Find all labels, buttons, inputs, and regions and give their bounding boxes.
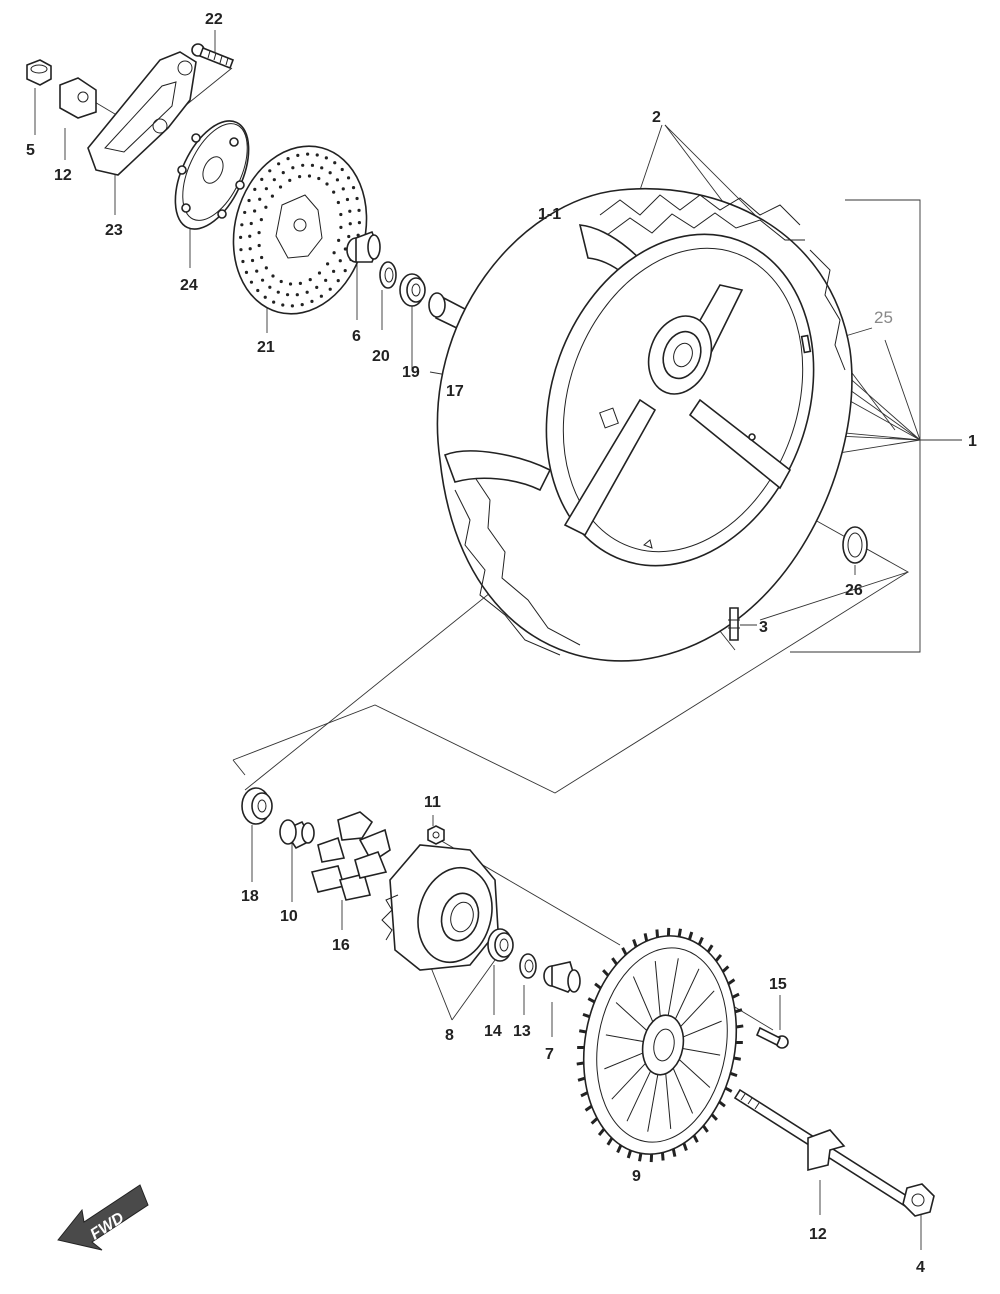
bearing-18-icon (241, 787, 273, 825)
brake-disc-21-icon (232, 145, 368, 315)
label-5: 5 (26, 142, 35, 159)
label-26: 26 (845, 582, 863, 599)
valve-3-icon (728, 607, 740, 641)
label-14: 14 (484, 1023, 502, 1040)
bolt-22-icon (191, 43, 235, 70)
label-2: 2 (652, 109, 661, 126)
disc-adapter-24-icon (174, 120, 250, 230)
caliper-bracket-23-icon (87, 51, 197, 176)
leader-lines (34, 30, 962, 1250)
label-13: 13 (513, 1023, 531, 1040)
clip-12-icon (59, 77, 97, 119)
label-4: 4 (916, 1259, 925, 1276)
label-21: 21 (257, 339, 275, 356)
axle-4-icon (733, 1088, 935, 1217)
collar-7-icon (543, 961, 581, 993)
bearing-14-icon (487, 928, 514, 962)
label-7: 7 (545, 1046, 554, 1063)
bolt-15-icon (755, 1026, 789, 1049)
chain-adjuster-12-icon (807, 1129, 846, 1172)
final-driven-flange-8-icon (381, 844, 499, 971)
damper-rubber-16-icon (310, 811, 391, 901)
o-ring-26-icon (842, 526, 868, 564)
label-18: 18 (241, 888, 259, 905)
label-17: 17 (446, 383, 464, 400)
label-1: 1 (968, 433, 977, 450)
label-11: 11 (424, 794, 441, 811)
label-8: 8 (445, 1027, 454, 1044)
rear-wheel-assembly-icon (436, 188, 853, 662)
nut-5-icon (26, 59, 52, 86)
bearing-19-icon (399, 273, 426, 307)
label-6: 6 (352, 328, 361, 345)
label-24: 24 (180, 277, 198, 294)
label-10: 10 (280, 908, 298, 925)
collar-10-icon (279, 819, 315, 850)
label-12-bottom: 12 (809, 1226, 827, 1243)
label-1-1: 1-1 (538, 206, 561, 223)
label-22: 22 (205, 11, 223, 28)
fwd-direction-badge: FWD (57, 1184, 149, 1251)
washer-13-icon (519, 953, 537, 979)
label-25: 25 (874, 308, 893, 327)
part-labels: 1 1-1 2 3 4 5 6 7 8 9 10 11 12 12 13 14 … (26, 11, 977, 1276)
collar-6-icon (346, 230, 381, 263)
label-16: 16 (332, 937, 350, 954)
label-19: 19 (402, 364, 420, 381)
washer-20-icon (379, 261, 397, 289)
sprocket-9-icon (576, 927, 744, 1163)
label-3: 3 (759, 619, 768, 636)
label-23: 23 (105, 222, 123, 239)
nut-11-icon (427, 825, 445, 845)
label-9: 9 (632, 1168, 641, 1185)
label-20: 20 (372, 348, 390, 365)
label-12-top: 12 (54, 167, 72, 184)
label-15: 15 (769, 976, 787, 993)
